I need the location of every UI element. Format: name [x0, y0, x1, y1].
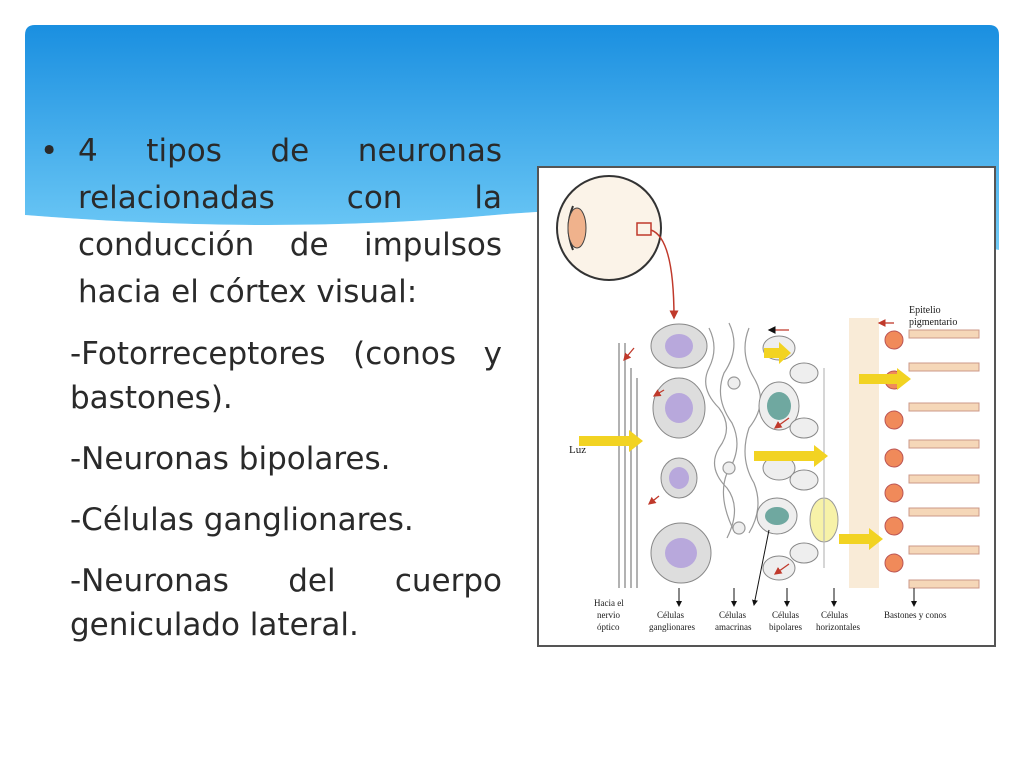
list-item: -Neuronas del cuerpo geniculado lateral. [70, 563, 502, 643]
pointer-lines [676, 529, 917, 607]
light-label: Luz [569, 444, 586, 456]
ganglion-label: Células [657, 610, 684, 620]
optic-fibers [618, 343, 638, 588]
retina-diagram: Luz Epitelio pigmentario Hacia el nervio… [537, 166, 996, 647]
bullet-marker: • [40, 133, 59, 169]
photoreceptors [849, 318, 980, 589]
light-arrows [579, 342, 911, 550]
optic-label-2: nervio [597, 610, 620, 620]
signal-arrows [623, 319, 894, 575]
rods-cones-label: Bastones y conos [884, 610, 947, 620]
amacrine-label-2: amacrinas [715, 622, 752, 632]
bullet-text: 4 tipos de neuronas relacionadas con la … [78, 133, 502, 310]
optic-label: Hacia el [594, 598, 624, 608]
epithelium-label-2: pigmentario [909, 317, 957, 328]
list-item: -Células ganglionares. [70, 502, 414, 538]
horizontal-label: Células [821, 610, 848, 620]
horizontal-cells [789, 362, 839, 568]
horizontal-label-2: horizontales [816, 622, 860, 632]
list-item: -Fotorreceptores (conos y bastones). [70, 336, 502, 416]
neuron-list: -Fotorreceptores (conos y bastones). -Ne… [70, 332, 502, 664]
main-bullet: • 4 tipos de neuronas relacionadas con l… [40, 128, 502, 316]
ganglion-cells [650, 323, 712, 584]
bipolar-label-2: bipolares [769, 622, 802, 632]
amacrine-label: Células [719, 610, 746, 620]
eye-icon [556, 175, 679, 320]
bipolar-label: Células [772, 610, 799, 620]
ganglion-label-2: ganglionares [649, 622, 695, 632]
amacrine-cells [705, 322, 761, 539]
epithelium-label: Epitelio [909, 305, 941, 316]
list-item: -Neuronas bipolares. [70, 441, 391, 477]
optic-label-3: óptico [597, 622, 620, 632]
retina-illustration: Luz Epitelio pigmentario Hacia el nervio… [556, 175, 980, 632]
